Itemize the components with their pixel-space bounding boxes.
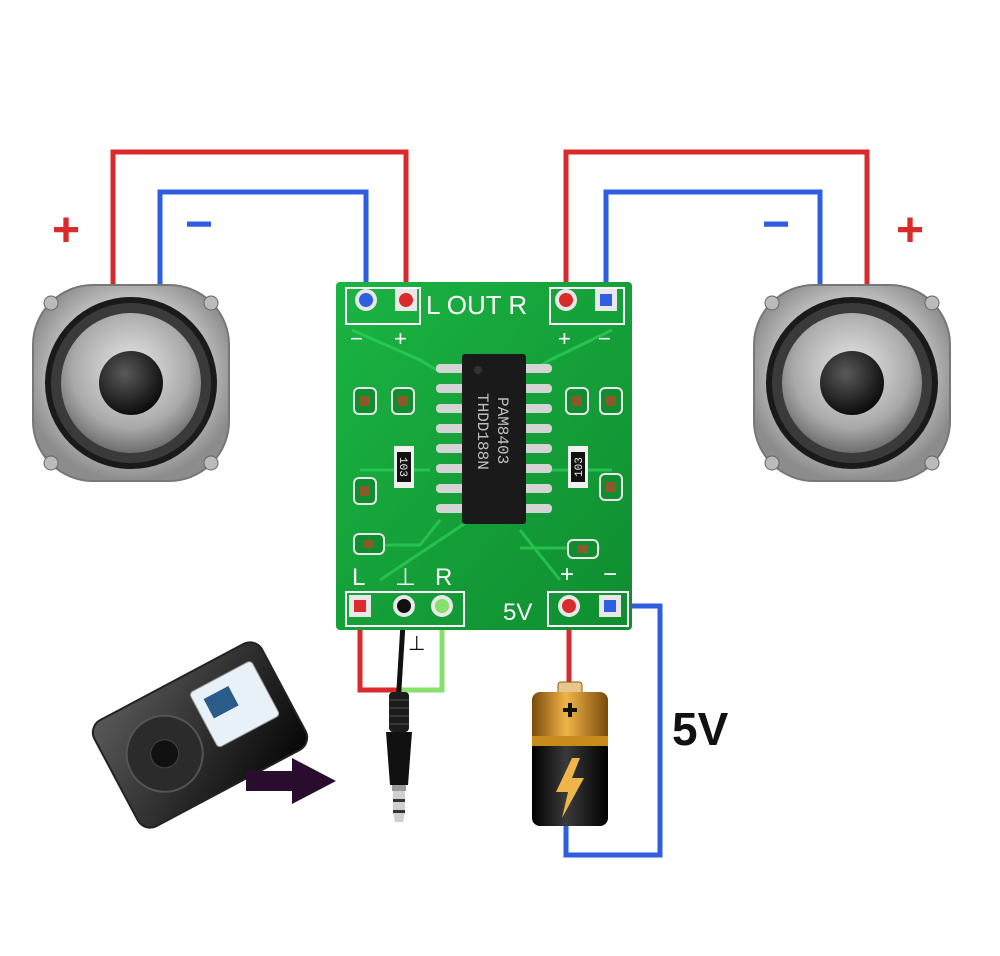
audio-jack-plug-icon	[386, 692, 412, 822]
board-input-ground-label: ⊥	[395, 564, 416, 591]
smd-resistor-left: 103	[394, 446, 414, 488]
music-player-icon	[91, 641, 309, 829]
supply-voltage-label: 5V	[672, 703, 729, 755]
left-speaker-icon	[32, 284, 230, 482]
board-right-out-minus: −	[598, 326, 611, 351]
wire-left-speaker-positive	[110, 149, 409, 300]
right-speaker-minus-sign: −	[762, 198, 790, 251]
left-speaker-plus-sign: +	[52, 204, 80, 257]
wires	[110, 149, 870, 858]
wire-right-speaker-negative	[603, 189, 823, 300]
board-left-out-plus: +	[394, 326, 407, 351]
board-input-left-label: L	[352, 564, 365, 591]
wire-input-left	[357, 608, 399, 693]
smd-resistor-right: 103	[568, 446, 588, 488]
arrow-right-icon	[246, 758, 336, 804]
chip-label-line2: THDD188N	[473, 393, 491, 470]
board-left-out-minus: −	[350, 326, 363, 351]
wire-left-speaker-negative	[157, 189, 369, 300]
resistor-left-label: 103	[396, 457, 408, 477]
ground-symbol-label: ⊥	[408, 633, 425, 655]
wire-input-right	[401, 608, 445, 693]
board-power-plus: +	[560, 561, 574, 588]
wire-power-negative	[563, 603, 663, 858]
battery-icon	[532, 681, 608, 826]
board-out-label: L OUT R	[426, 290, 527, 320]
amplifier-board: L OUT R − + + − L ⊥ R 5V + −	[336, 282, 632, 630]
board-input-right-label: R	[435, 564, 452, 591]
board-power-label: 5V	[503, 599, 532, 626]
chip-label-line1: PAM8403	[493, 397, 511, 464]
board-power-minus: −	[603, 561, 617, 588]
resistor-right-label: 103	[574, 457, 586, 477]
ic-pins	[436, 364, 552, 513]
right-speaker-plus-sign: +	[896, 204, 924, 257]
right-speaker-icon	[753, 284, 951, 482]
left-speaker-minus-sign: −	[185, 198, 213, 251]
amplifier-chip	[462, 354, 526, 524]
board-right-out-plus: +	[558, 326, 571, 351]
wire-right-speaker-positive	[563, 149, 870, 300]
